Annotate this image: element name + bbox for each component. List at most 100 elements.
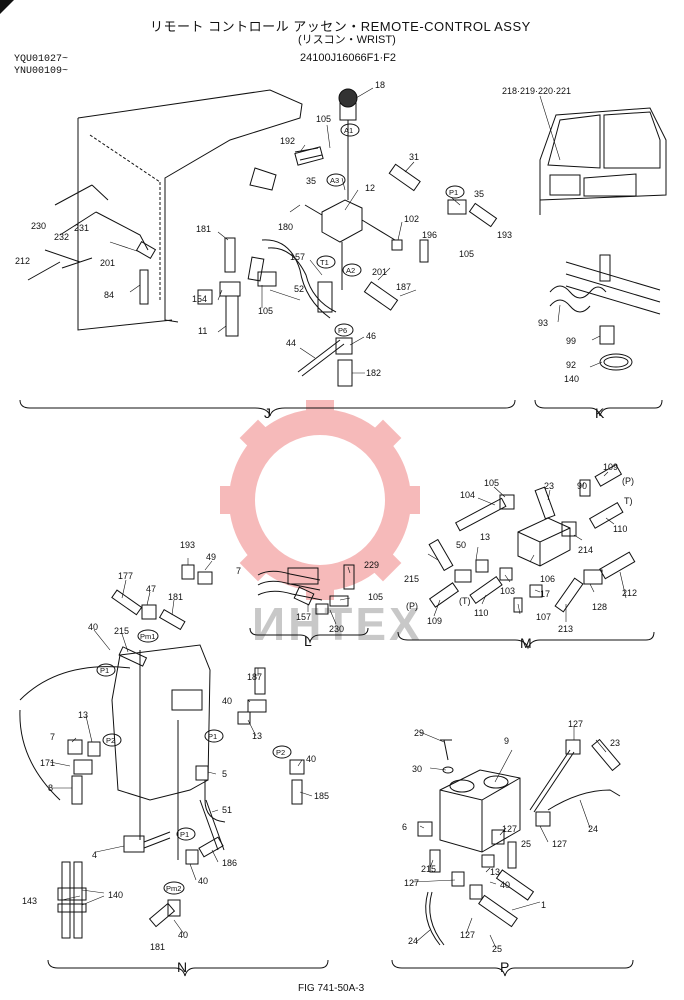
callout: 24	[408, 936, 418, 946]
section-p-drawing	[417, 738, 621, 946]
callout: 127	[502, 824, 517, 834]
callout: 18	[375, 80, 385, 90]
callout: 84	[104, 290, 114, 300]
callout: 186	[222, 858, 237, 868]
callout: 177	[118, 571, 133, 581]
callout: 1	[541, 900, 546, 910]
callout: 7	[50, 732, 55, 742]
callout: 106	[540, 574, 555, 584]
tag-p6: P6	[338, 326, 347, 335]
callout: 157	[296, 612, 311, 622]
callout: 181	[196, 224, 211, 234]
callout: 30	[412, 764, 422, 774]
watermark-gear	[220, 400, 420, 600]
callout: 232	[54, 232, 69, 242]
callout: 215	[421, 864, 436, 874]
section-k-callouts: 218·219·220·221 93 99 92 140	[502, 86, 579, 384]
callout: 140	[108, 890, 123, 900]
callout: 127	[552, 839, 567, 849]
callout: 215	[114, 626, 129, 636]
callout: 17	[540, 589, 550, 599]
callout: 187	[247, 672, 262, 682]
callout: 230	[329, 624, 344, 634]
callout: 23	[544, 481, 554, 491]
callout: 109	[603, 462, 618, 472]
callout: 40	[500, 880, 510, 890]
figure-number: FIG 741-50A-3	[298, 983, 365, 994]
callout: 40	[178, 930, 188, 940]
tag-pm2: Pm2	[166, 884, 181, 893]
tag-p1-n-2: P1	[208, 732, 217, 741]
callout: 35	[474, 189, 484, 199]
callout: 99	[566, 336, 576, 346]
callout: 13	[78, 710, 88, 720]
callout: 102	[404, 214, 419, 224]
callout: (P)	[406, 601, 418, 611]
callout: 92	[566, 360, 576, 370]
callout: 212	[622, 588, 637, 598]
callout: 90	[577, 481, 587, 491]
callout: (T)	[459, 596, 471, 606]
callout: 40	[222, 696, 232, 706]
section-j-callouts: 18 105 192 35 31 35 12 180 102 196 193 1…	[15, 80, 512, 378]
callout: 193	[180, 540, 195, 550]
tag-pm1: Pm1	[140, 632, 155, 641]
callout: 105	[484, 478, 499, 488]
callout: 231	[74, 223, 89, 233]
callout: 192	[280, 136, 295, 146]
callout: 46	[366, 331, 376, 341]
callout: (P)	[622, 476, 634, 486]
callout: 40	[306, 754, 316, 764]
callout: 104	[460, 490, 475, 500]
callout: 181	[168, 592, 183, 602]
section-n-callouts: 193 49 7 177 47 181 40 215 13 7 171 8 18…	[22, 540, 329, 952]
callout: 212	[15, 256, 30, 266]
callout: 31	[409, 152, 419, 162]
callout: 196	[422, 230, 437, 240]
section-brackets	[19, 399, 663, 977]
callout: 7	[236, 566, 241, 576]
leader-lines	[49, 87, 627, 949]
tag-a1: A1	[344, 126, 353, 135]
callout: 105	[459, 249, 474, 259]
section-l-callouts: 229 105 157 230	[296, 560, 383, 634]
callout: 185	[314, 791, 329, 801]
callout: 187	[396, 282, 411, 292]
callout: 154	[192, 294, 207, 304]
section-label-n: N	[177, 959, 187, 975]
callout: 51	[222, 805, 232, 815]
section-m-drawing	[428, 463, 636, 613]
callout: 107	[536, 612, 551, 622]
callout: 44	[286, 338, 296, 348]
callout: 110	[474, 608, 488, 618]
port-tags	[96, 123, 465, 895]
callout: 8	[48, 783, 53, 793]
tag-p1-n-3: P1	[180, 830, 189, 839]
section-l-drawing	[257, 564, 355, 615]
serial-range-1: YQU01027~	[14, 54, 69, 65]
callout: 182	[366, 368, 381, 378]
callout: 127	[460, 930, 475, 940]
callout: 47	[146, 584, 156, 594]
callout: 171	[40, 758, 55, 768]
tag-p1-n-1: P1	[100, 666, 109, 675]
callout: 6	[402, 822, 407, 832]
callout: 35	[306, 176, 316, 186]
section-j-drawing	[27, 88, 498, 387]
callout: 52	[294, 284, 304, 294]
callout: 105	[316, 114, 331, 124]
callout: 218·219·220·221	[502, 86, 571, 96]
callout: 49	[206, 552, 216, 562]
tag-p2-n-1: P2	[106, 736, 115, 745]
section-label-j: J	[264, 405, 271, 421]
callout: 13	[490, 867, 500, 877]
callout: 109	[427, 616, 442, 626]
callout: 5	[222, 769, 227, 779]
callout: 105	[368, 592, 383, 602]
assy-part-number: 24100J16066F1·F2	[300, 52, 397, 64]
port-tag-texts: A1 A3 P1 T1 A2 P6 Pm1 P1 P2 P1 P2 P1 Pm2	[100, 126, 458, 893]
callout: 193	[497, 230, 512, 240]
section-n-drawing	[19, 564, 305, 939]
section-label-m: M	[520, 635, 532, 651]
